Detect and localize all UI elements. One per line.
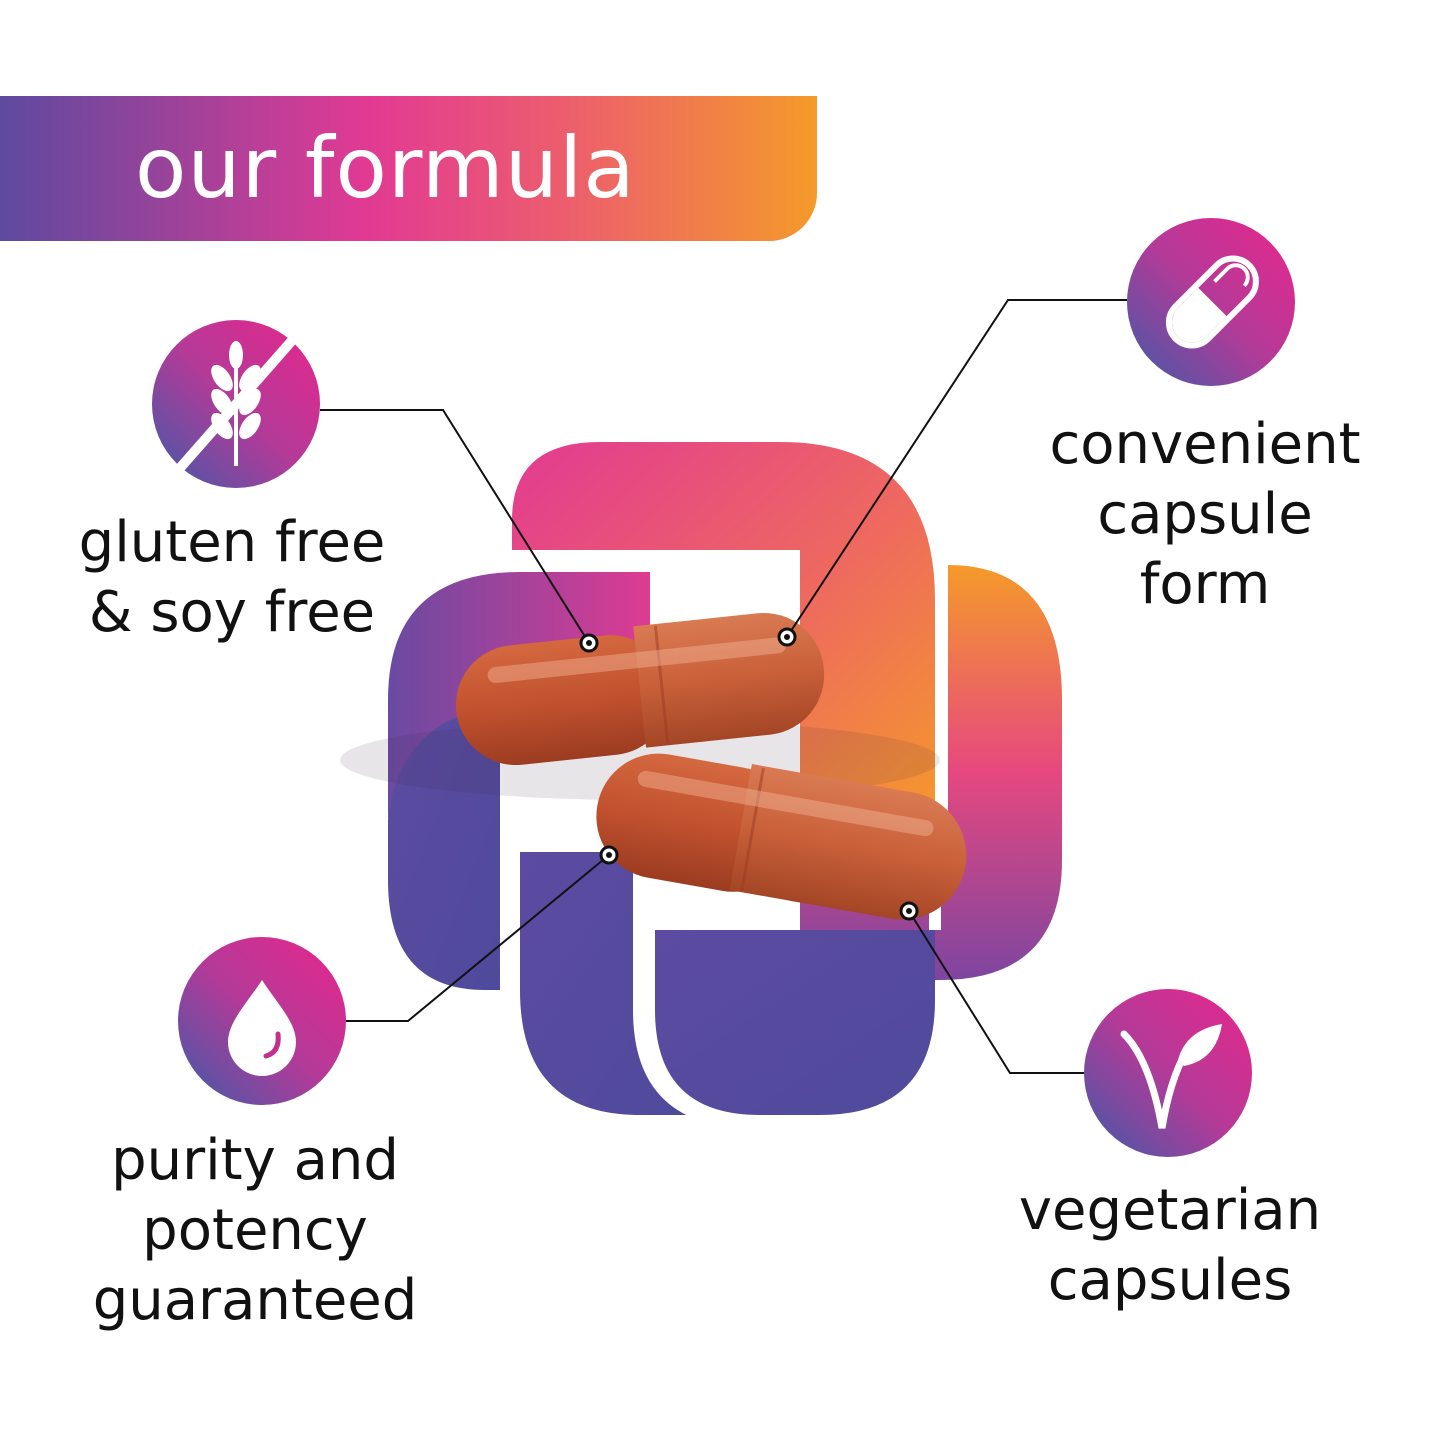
leader-line-capsule — [786, 299, 1127, 638]
logo-left-lower-block — [388, 705, 500, 990]
anchor-dots — [579, 627, 919, 921]
logo-bottom-left-block — [520, 852, 700, 1115]
label-gluten-free: gluten free & soy free — [78, 510, 386, 645]
leader-line-vegetarian — [908, 910, 1084, 1074]
label-capsule-form: convenient capsule form — [1049, 412, 1361, 617]
title-banner: our formula — [0, 96, 817, 241]
logo-top-block — [512, 442, 935, 840]
drop-icon — [178, 937, 346, 1105]
label-purity: purity and potency guaranteed — [92, 1128, 418, 1333]
banner-title: our formula — [135, 119, 636, 217]
leader-lines — [320, 299, 1127, 1074]
logo-shape — [388, 442, 1062, 1127]
leader-line-gluten — [320, 409, 590, 644]
label-vegetarian: vegetarian capsules — [1018, 1178, 1322, 1313]
leaf-v-icon — [1084, 989, 1252, 1157]
logo-bottom-block — [655, 930, 935, 1115]
capsule-icon — [1127, 218, 1295, 386]
leader-line-purity — [346, 854, 610, 1022]
capsule-top — [455, 612, 825, 766]
wheat-crossed-icon — [152, 320, 320, 488]
capsule-bottom — [596, 753, 967, 920]
